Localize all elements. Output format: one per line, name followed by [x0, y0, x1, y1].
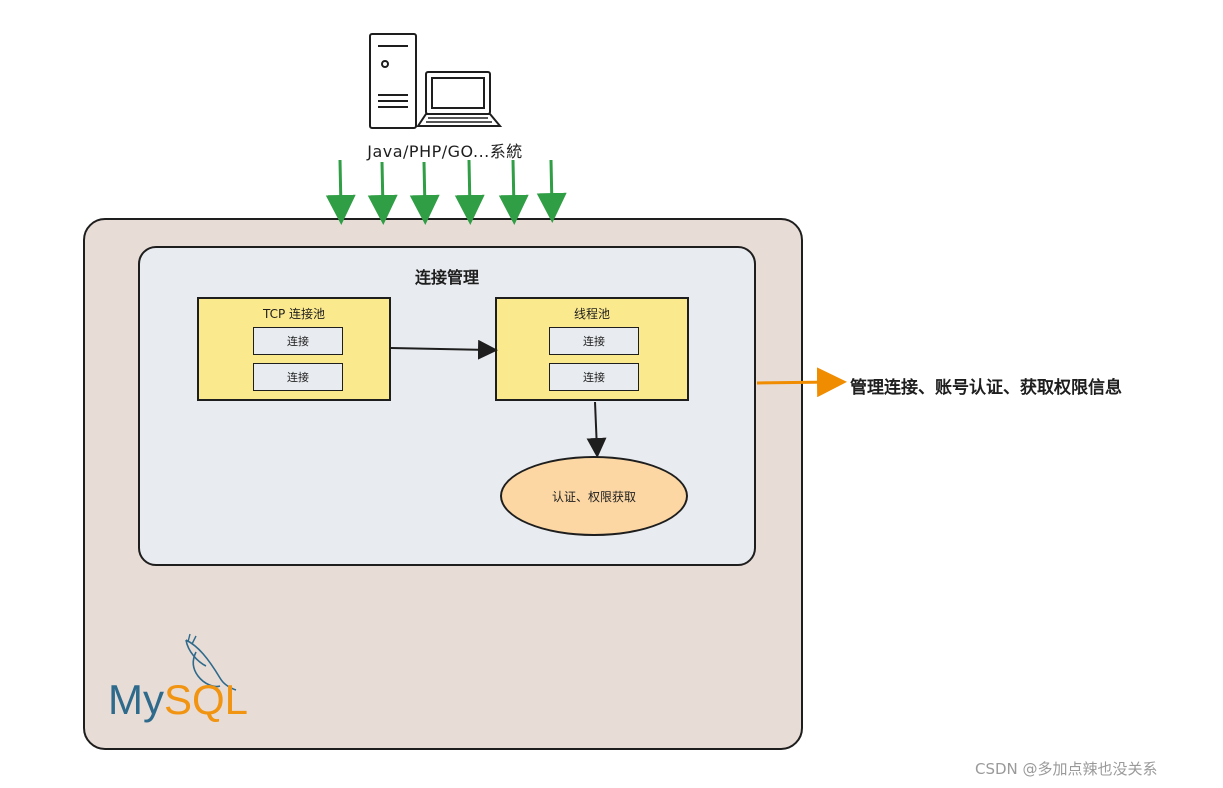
laptop-icon — [416, 71, 503, 127]
green-arrow — [536, 159, 567, 223]
connection-management-title: 连接管理 — [414, 268, 479, 287]
green-arrow — [454, 159, 485, 225]
watermark: CSDN @多加点辣也没关系 — [975, 760, 1158, 778]
client-systems-label: Java/PHP/GO...系統 — [367, 142, 523, 161]
thread-connection-item: 连接 — [549, 327, 639, 355]
mysql-logo-text: MySQL — [108, 676, 248, 724]
client-request-arrows — [325, 159, 567, 225]
mysql-dolphin-icon — [185, 633, 237, 691]
mysql-logo-suffix: SQL — [164, 676, 249, 723]
responsibility-arrow — [756, 367, 847, 398]
thread-pool: 线程池 连接 连接 — [495, 297, 689, 401]
tcp-connection-pool: TCP 连接池 连接 连接 — [197, 297, 391, 401]
tcp-to-thread-arrow — [390, 339, 498, 360]
responsibility-label: 管理连接、账号认证、获取权限信息 — [850, 378, 1122, 398]
thread-pool-title: 线程池 — [573, 307, 610, 321]
computer-tower-icon — [369, 33, 417, 129]
green-arrow — [409, 161, 440, 225]
tcp-pool-title: TCP 连接池 — [262, 307, 326, 321]
green-arrow — [367, 161, 398, 225]
mysql-logo-prefix: My — [108, 676, 164, 723]
tcp-connection-item: 连接 — [253, 327, 343, 355]
thread-to-auth-arrow — [586, 401, 607, 458]
thread-connection-item: 连接 — [549, 363, 639, 391]
green-arrow — [325, 159, 356, 225]
tcp-connection-item: 连接 — [253, 363, 343, 391]
auth-permission-node: 认证、权限获取 — [500, 456, 688, 536]
green-arrow — [498, 159, 529, 225]
